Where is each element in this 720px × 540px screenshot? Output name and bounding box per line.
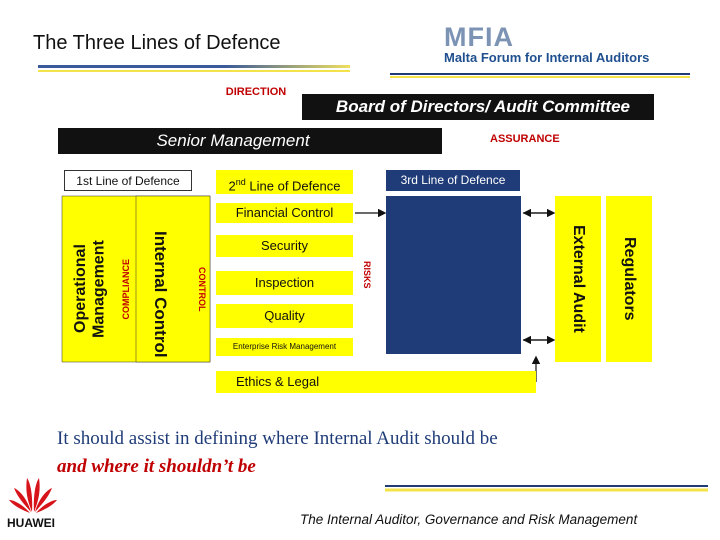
logo-underline-yellow — [390, 76, 690, 78]
risks-label: RISKS — [359, 240, 375, 310]
second-line-text: Line of Defence — [245, 178, 341, 194]
third-line-label: 3rd Line of Defence — [386, 170, 520, 191]
second-line-suffix: nd — [235, 177, 246, 187]
statement-emphasis: and where it shouldn’t be — [57, 456, 256, 477]
first-line-label: 1st Line of Defence — [64, 170, 192, 191]
ethics-legal-box: Ethics & Legal — [216, 371, 536, 393]
second-line-number: 2 — [228, 178, 236, 194]
mfia-logo: MFIA Malta Forum for Internal Auditors — [440, 22, 700, 70]
external-audit-box: External Audit — [555, 196, 601, 362]
control-text: CONTROL — [197, 266, 207, 312]
second-line-label: 2nd Line of Defence — [216, 170, 353, 194]
third-line-block — [386, 196, 521, 354]
internal-control-text: Internal Control — [151, 230, 170, 358]
operational-management-text: Operational Management — [71, 240, 107, 338]
assurance-label: ASSURANCE — [490, 133, 560, 145]
regulators-text: Regulators — [621, 237, 638, 321]
risks-text: RISKS — [362, 261, 372, 289]
slide-title: The Three Lines of Defence — [33, 32, 281, 54]
huawei-logo-icon — [9, 478, 57, 513]
title-underline-yellow — [38, 70, 350, 72]
internal-control-label: Internal Control — [140, 224, 180, 364]
title-underline — [38, 65, 350, 68]
mfia-logo-text: MFIA — [444, 22, 514, 52]
compliance-text: COMPLIANCE — [121, 258, 131, 320]
erm-box: Enterprise Risk Management — [216, 338, 353, 356]
senior-management-bar: Senior Management — [58, 128, 442, 154]
direction-label: DIRECTION — [225, 86, 287, 98]
logo-underline — [390, 73, 690, 75]
financial-control-box: Financial Control — [216, 203, 353, 223]
compliance-label: COMPLIANCE — [118, 224, 134, 354]
inspection-box: Inspection — [216, 271, 353, 295]
board-of-directors-bar: Board of Directors/ Audit Committee — [302, 94, 654, 120]
control-label: CONTROL — [194, 224, 210, 354]
footer-caption: The Internal Auditor, Governance and Ris… — [300, 512, 638, 527]
quality-box: Quality — [216, 304, 353, 328]
security-box: Security — [216, 235, 353, 257]
mfia-logo-subtitle: Malta Forum for Internal Auditors — [444, 50, 650, 65]
key-statement: It should assist in defining where Inter… — [57, 425, 677, 481]
external-audit-text: External Audit — [570, 225, 587, 333]
statement-main: It should assist in defining where Inter… — [57, 428, 498, 449]
regulators-box: Regulators — [606, 196, 652, 362]
operational-management-label: Operational Management — [62, 224, 118, 354]
huawei-brand-text: HUAWEI — [7, 516, 55, 530]
internal-control-panel — [135, 195, 211, 363]
